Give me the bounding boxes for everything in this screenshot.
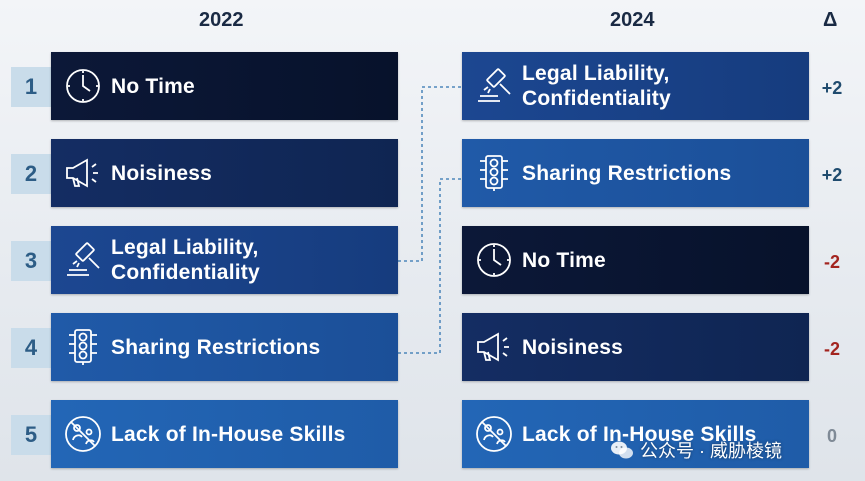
- right-item-noisiness: Noisiness: [462, 313, 809, 381]
- left-item-noisiness: Noisiness: [51, 139, 398, 207]
- delta-value: -2: [823, 339, 840, 359]
- traffic-light-icon: [63, 327, 103, 367]
- traffic-light-icon: [474, 153, 514, 193]
- wechat-icon: [611, 441, 633, 459]
- rank-3: 3: [11, 241, 51, 281]
- gavel-icon: [474, 66, 514, 106]
- right-item-lack-of-skills: Lack of In-House Skills: [462, 400, 809, 468]
- clock-icon: [63, 66, 103, 106]
- delta-value: +2: [821, 165, 843, 185]
- delta-value: 0: [826, 426, 837, 446]
- left-item-label: Lack of In-House Skills: [111, 422, 346, 446]
- left-item-label: No Time: [111, 74, 195, 98]
- header-2024: 2024: [610, 9, 655, 31]
- delta-value: -2: [823, 252, 840, 272]
- gavel-icon: [63, 240, 103, 280]
- left-item-label: Sharing Restrictions: [111, 335, 321, 359]
- right-item-label: Legal Liability,Confidentiality: [522, 62, 671, 110]
- right-item-label: Lack of In-House Skills: [522, 422, 757, 446]
- rank-5: 5: [11, 415, 51, 455]
- watermark: 公众号 · 威胁棱镜: [610, 437, 782, 463]
- left-item-no-time: No Time: [51, 52, 398, 120]
- right-item-label: Sharing Restrictions: [522, 161, 732, 185]
- header-2022: 2022: [199, 9, 244, 31]
- right-item-label: No Time: [522, 248, 606, 272]
- right-item-no-time: No Time: [462, 226, 809, 294]
- no-skills-icon: [474, 414, 514, 454]
- left-item-label: Noisiness: [111, 161, 213, 185]
- rank-1: 1: [11, 67, 51, 107]
- left-item-label: Legal Liability,Confidentiality: [111, 236, 260, 284]
- right-item-legal-liability: Legal Liability,Confidentiality: [462, 52, 809, 120]
- megaphone-icon: [63, 153, 103, 193]
- rank-2: 2: [11, 154, 51, 194]
- left-item-lack-of-skills: Lack of In-House Skills: [51, 400, 398, 468]
- no-skills-icon: [63, 414, 103, 454]
- megaphone-icon: [474, 327, 514, 367]
- connector-legal-liability: [398, 86, 462, 262]
- clock-icon: [474, 240, 514, 280]
- connector-sharing-restrictions: [398, 178, 462, 354]
- right-item-label: Noisiness: [522, 335, 624, 359]
- left-item-legal-liability: Legal Liability,Confidentiality: [51, 226, 398, 294]
- header-delta: Δ: [823, 9, 838, 31]
- left-item-sharing-restrictions: Sharing Restrictions: [51, 313, 398, 381]
- watermark-text: 公众号 · 威胁棱镜: [640, 441, 782, 461]
- rank-4: 4: [11, 328, 51, 368]
- delta-value: +2: [821, 78, 843, 98]
- right-item-sharing-restrictions: Sharing Restrictions: [462, 139, 809, 207]
